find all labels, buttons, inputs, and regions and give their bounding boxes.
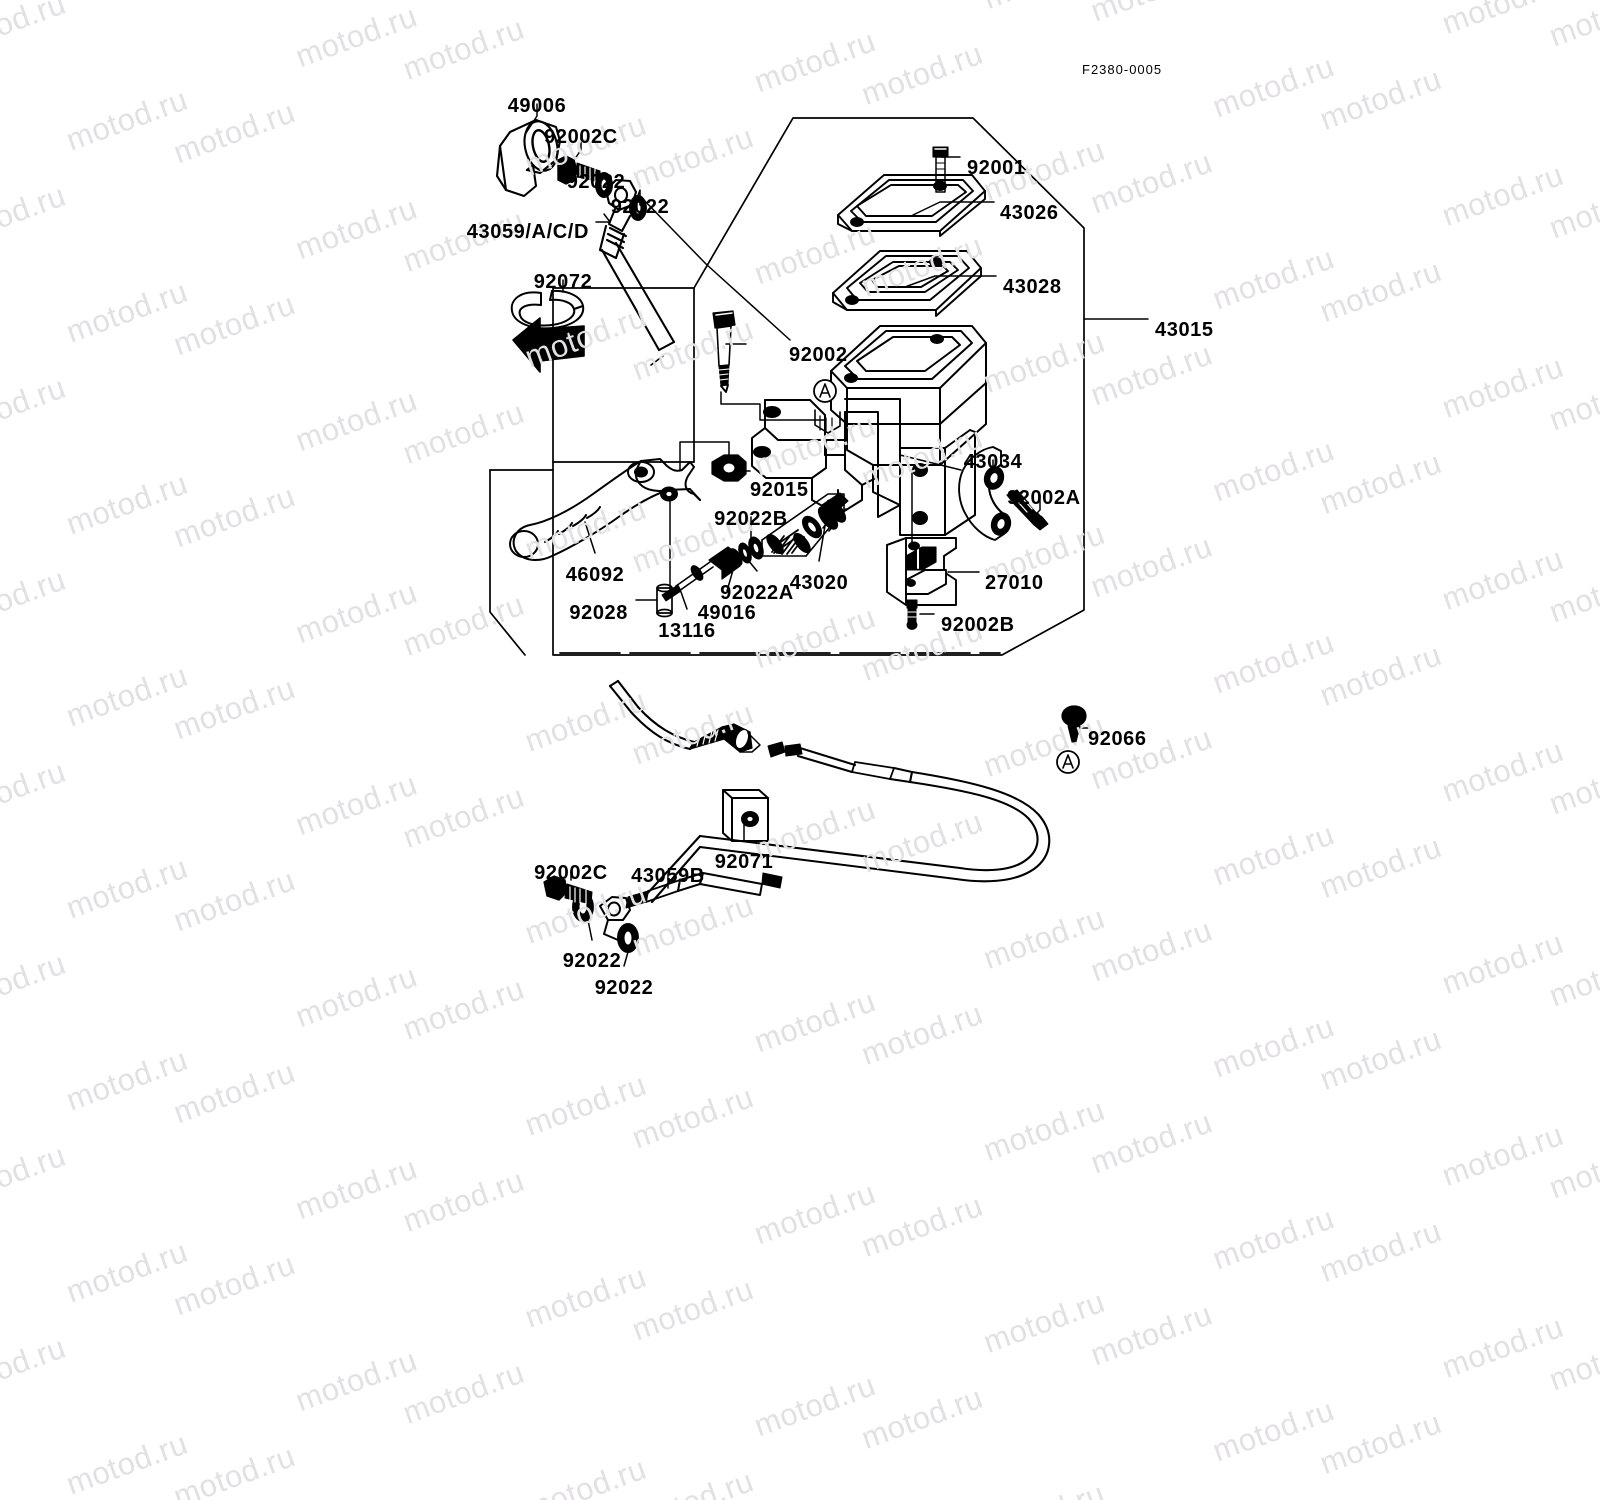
watermark-text: motod.ru — [61, 1425, 193, 1500]
callout-labels: F2380-0005 49006 92002C 92022 92022 43059/A/… — [466, 62, 1214, 999]
part-92022B-washer — [748, 536, 764, 560]
watermark-text: motod.ru — [388, 1478, 650, 1500]
watermark-text: motod.ru — [968, 1407, 1230, 1500]
callout-92072: 92072 — [533, 271, 593, 293]
part-hose-long-run — [643, 741, 1051, 904]
watermark-text: motod.ru — [1544, 1321, 1600, 1398]
callout-92002: 92002 — [789, 344, 848, 366]
watermark-text: motod.ru — [0, 1249, 84, 1423]
watermark-text: motod.ru — [1076, 1420, 1338, 1500]
boundary-lever-cell — [489, 469, 554, 656]
part-43026-cap — [837, 174, 986, 237]
watermark-row: motod.rumotod.rumotod.rumotod.rumotod.ru… — [0, 1389, 1600, 1500]
part-43059B-hose — [625, 872, 783, 909]
part-49006-adapter — [495, 118, 562, 198]
part-49016-dustseal — [708, 546, 743, 580]
callout-92066: 92066 — [1088, 728, 1147, 750]
callout-27010: 27010 — [985, 572, 1044, 594]
watermark-text: motod.ru — [1207, 1392, 1339, 1469]
watermark-text: motod.ru — [168, 1246, 300, 1323]
watermark-text: motod.ru — [739, 1491, 1001, 1500]
watermark-text: motod.ru — [1427, 1432, 1600, 1500]
callout-43026: 43026 — [1000, 202, 1059, 224]
watermark-text: motod.ru — [0, 1453, 191, 1500]
part-92071-grommet — [722, 789, 769, 842]
parts-drawing — [489, 103, 1149, 967]
leader-lines — [525, 103, 1149, 967]
callout-92002C_top: 92002C — [544, 126, 618, 148]
callout-43028: 43028 — [1003, 276, 1062, 298]
callout-92022_b: 92022 — [610, 196, 670, 218]
callout-43034: 43034 — [963, 451, 1023, 473]
watermark-text: motod.ru — [0, 1329, 71, 1406]
watermark-text: motod.ru — [627, 1271, 759, 1348]
assembly-boundary — [552, 117, 1085, 656]
boundary-inner-lines — [552, 287, 695, 463]
reference-circle-a-lower — [1056, 750, 1080, 774]
callout-46092: 46092 — [565, 564, 625, 586]
part-92002-bolt — [712, 310, 736, 393]
part-92002B-bolt — [906, 599, 918, 630]
callout-92022_a: 92022 — [566, 171, 626, 193]
callout-13116: 13116 — [658, 620, 716, 642]
part-43059-hose-upper — [598, 178, 676, 366]
watermark-text: motod.ru — [520, 1258, 651, 1335]
watermark-text: motod.ru — [281, 1466, 543, 1500]
watermark-text: motod.ru — [290, 1342, 422, 1419]
part-92022A-washer — [738, 542, 752, 564]
callout-92022A: 92022A — [720, 582, 794, 604]
callout-92071: 92071 — [714, 851, 774, 873]
watermark-text: motod.ru — [168, 1438, 300, 1500]
part-46092-lever — [509, 458, 701, 561]
callout-92001: 92001 — [967, 157, 1026, 179]
callout-92015: 92015 — [750, 479, 809, 501]
part-92002A-bolt — [1006, 489, 1049, 531]
watermark-row: motod.rumotod.rumotod.rumotod.rumotod.ru… — [0, 1197, 1600, 1500]
part-43028-diaphragm — [832, 250, 982, 317]
diagram-code: F2380-0005 — [1082, 62, 1163, 77]
callout-43059ACD: 43059/A/C/D — [466, 221, 589, 243]
watermark-text: motod.ru — [856, 1379, 988, 1456]
callout-92022_d: 92022 — [594, 977, 654, 999]
callout-49006: 49006 — [507, 95, 567, 117]
callout-49016: 49016 — [697, 602, 757, 624]
callout-43015: 43015 — [1155, 319, 1214, 341]
callout-92002B: 92002B — [941, 614, 1015, 636]
callout-92002C_low: 92002C — [534, 862, 608, 884]
callout-92022_c: 92022 — [562, 950, 622, 972]
part-92028-bushing — [656, 583, 673, 618]
watermark-text: motod.ru — [398, 1354, 529, 1431]
part-92015-nut — [711, 454, 747, 482]
watermark-text: motod.ru — [520, 1450, 651, 1500]
part-27010-switch — [886, 537, 957, 606]
watermark-text: motod.ru — [978, 1283, 1110, 1360]
part-92022-washer-d — [617, 923, 639, 953]
callout-92022B: 92022B — [714, 508, 788, 530]
watermark-text: motod.ru — [1437, 1308, 1568, 1385]
watermark-text: motod.ru — [749, 1367, 881, 1444]
watermark-text: motod.ru — [0, 1441, 84, 1500]
watermark-text: motod.ru — [1315, 1404, 1446, 1481]
front-arrow-badge — [512, 317, 585, 373]
watermark-row: motod.rumotod.rumotod.rumotod.rumotod.ru… — [0, 1252, 1600, 1500]
part-92002C-bolt-lower — [543, 875, 593, 905]
callout-92028: 92028 — [569, 602, 628, 624]
watermark-text: motod.ru — [1085, 1296, 1217, 1373]
part-hose-upper-run — [608, 679, 761, 753]
reference-circle-a-upper — [813, 379, 837, 403]
callout-43020: 43020 — [789, 572, 849, 594]
callout-43059B: 43059B — [631, 865, 705, 887]
watermark-text: motod.ru — [617, 1395, 879, 1500]
part-92066-plug — [1061, 705, 1087, 743]
callout-92002A: 92002A — [1007, 487, 1081, 509]
part-43034-clamp — [958, 446, 1012, 541]
